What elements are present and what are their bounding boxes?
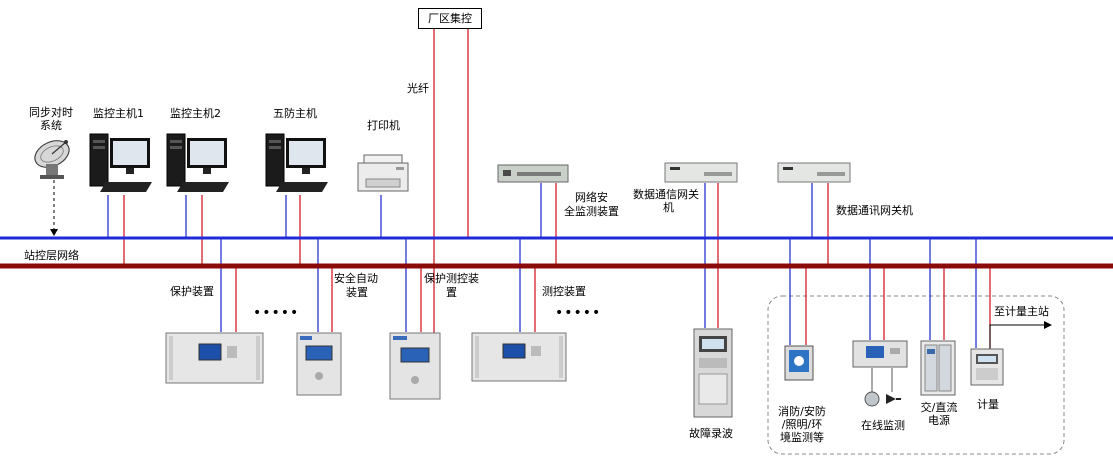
sync-time-label-line2: 系统 (40, 119, 62, 132)
metering-label: 计量 (977, 398, 999, 411)
gateway1-label-line1: 数据通信网关 (633, 188, 699, 201)
satellite-dish-icon (28, 134, 78, 180)
ellipsis-2: ••••• (555, 305, 602, 321)
protection-label: 保护装置 (170, 285, 214, 298)
ellipsis-1: ••••• (253, 305, 300, 321)
gateway1-label-line2: 机 (663, 201, 674, 214)
five-prevention-host-icon (264, 130, 330, 196)
sync-arrow-head (50, 229, 58, 236)
lower-drops (220, 238, 991, 348)
online-monitoring-device-icon (852, 340, 908, 368)
gateway-1-icon (664, 162, 738, 183)
five-prevention-label: 五防主机 (273, 107, 317, 120)
safety-automatic-device-icon (296, 332, 342, 396)
measure-control-label: 测控装置 (542, 285, 586, 298)
gateway-2-icon (777, 162, 851, 183)
plant-control-box: 厂区集控 (418, 8, 482, 29)
net-security-label-line1: 网络安 (575, 191, 608, 204)
protection-device-icon (165, 332, 264, 384)
network-security-monitor-icon (497, 164, 569, 183)
plant-control-label: 厂区集控 (428, 12, 472, 25)
measurement-control-device-icon (471, 332, 567, 382)
auxiliary-systems-region (767, 295, 1065, 455)
net-security-label-line2: 全监测装置 (564, 205, 619, 218)
fire-label-line1: 消防/安防 (778, 405, 826, 418)
metering-arrow-head (1044, 321, 1052, 329)
fault-recorder-cabinet-icon (693, 328, 733, 418)
fault-recorder-label: 故障录波 (689, 427, 733, 440)
protection-measurement-device-icon (389, 332, 441, 400)
host1-label: 监控主机1 (93, 107, 144, 120)
fire-label-line3: 境监测等 (780, 431, 824, 444)
acdc-label-line2: 电源 (928, 414, 950, 427)
sensor-icon (862, 390, 902, 408)
to-metering-master-label: 至计量主站 (994, 305, 1049, 318)
prot-measure-label-line1: 保护测控装 (424, 272, 479, 285)
online-monitor-label: 在线监测 (861, 419, 905, 432)
metering-device-icon (970, 348, 1004, 386)
monitoring-host-2-icon (165, 130, 231, 196)
safety-auto-label-line1: 安全自动 (334, 272, 378, 285)
fiber-label: 光纤 (407, 82, 429, 95)
host2-label: 监控主机2 (170, 107, 221, 120)
monitoring-host-1-icon (88, 130, 154, 196)
acdc-label-line1: 交/直流 (920, 401, 958, 414)
metering-arrow-line (989, 324, 1044, 350)
printer-icon (356, 153, 410, 195)
station-bus-label: 站控层网络 (24, 249, 79, 262)
prot-measure-label-line2: 置 (446, 286, 457, 299)
acdc-power-cabinet-icon (920, 340, 956, 396)
safety-auto-label-line2: 装置 (346, 286, 368, 299)
sync-time-label-line1: 同步对时 (29, 106, 73, 119)
fire-security-device-icon (784, 345, 814, 381)
fire-label-line2: /照明/环 (781, 418, 823, 431)
printer-label: 打印机 (367, 119, 400, 132)
gateway2-label: 数据通讯网关机 (836, 204, 913, 217)
upper-drops (107, 183, 829, 328)
